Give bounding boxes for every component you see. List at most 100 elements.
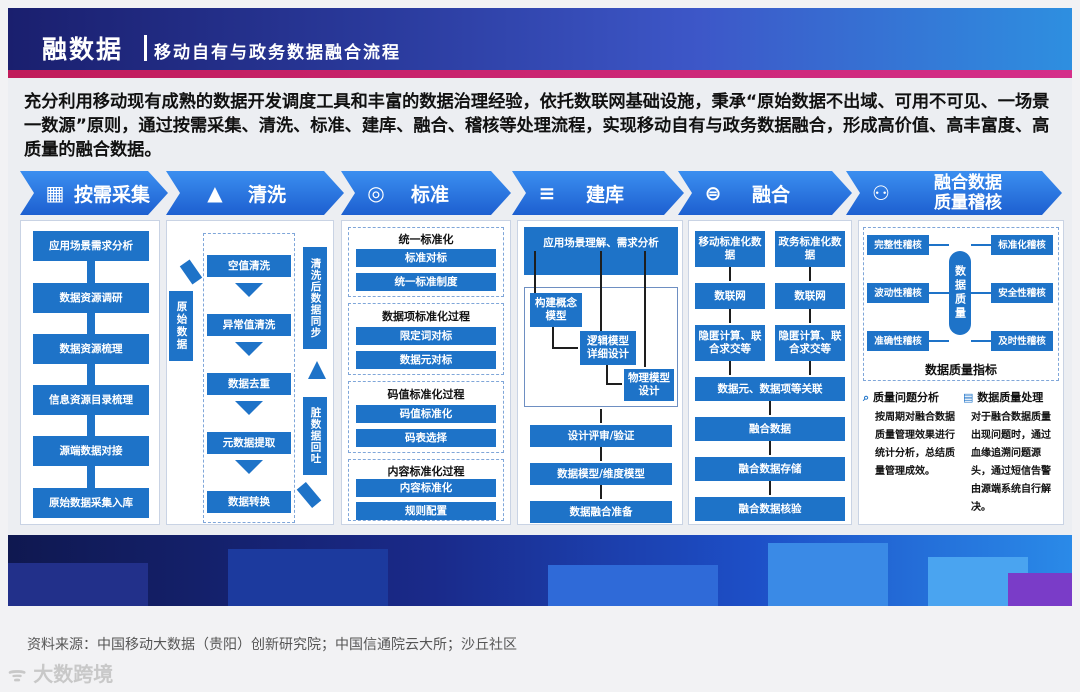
std-group-title: 统一标准化 (348, 231, 504, 247)
std-item: 标准对标 (356, 249, 496, 267)
panel-fuse: 移动标准化数据 政务标准化数据 数联网 数联网 隐匿计算、联合求交等 隐匿计算、… (688, 220, 852, 525)
clean-step: 异常值清洗 (207, 314, 291, 336)
stage-label: 按需采集 (74, 171, 150, 215)
collect-step: 信息资源目录梳理 (33, 385, 149, 415)
down-arrow-icon (235, 342, 263, 356)
deco-block (228, 549, 388, 606)
quality-caption: 数据质量指标 (863, 361, 1059, 378)
title-divider (144, 35, 147, 61)
arrow-out-icon (297, 482, 322, 508)
note-title: ▤ 数据质量处理 (963, 389, 1065, 405)
merge-icon: ⊜ (698, 180, 728, 206)
connector (600, 251, 602, 331)
clean-step: 数据转换 (207, 491, 291, 513)
stage-label: 标准 (411, 171, 449, 215)
deco-block (548, 565, 718, 606)
watermark-logo: ᯤ 大数跨境 (8, 658, 113, 687)
fuse-left: 数联网 (695, 283, 765, 309)
down-arrow-icon (235, 401, 263, 415)
stage-audit: ⚇ 融合数据 质量稽核 (846, 171, 1062, 215)
stage-standard: ◎ 标准 (341, 171, 511, 215)
header-banner: 融数据 移动自有与政务数据融合流程 (8, 8, 1072, 78)
connector (552, 347, 578, 349)
audit-left: 波动性稽核 (867, 283, 929, 303)
check-icon: ⚇ (866, 180, 896, 206)
fuse-step: 融合数据存储 (695, 457, 845, 481)
connector (729, 267, 731, 281)
connector (769, 441, 771, 455)
note-body: 按周期对融合数据质量管理效果进行统计分析，总结质量管理成效。 (875, 409, 957, 481)
connector (809, 267, 811, 281)
build-step: 设计评审/验证 (530, 425, 672, 447)
connector (606, 365, 608, 385)
note-title-text: 质量问题分析 (873, 391, 939, 404)
panel-standard: 统一标准化 标准对标 统一标准制度 数据项标准化过程 限定词对标 数据元对标 码… (341, 220, 511, 525)
document-icon: ▤ (963, 391, 973, 404)
fuse-right: 数联网 (775, 283, 845, 309)
connector (971, 292, 991, 294)
deco-block (768, 543, 888, 606)
arrow-in-icon (180, 260, 202, 285)
connector (769, 481, 771, 495)
slide: 融数据 移动自有与政务数据融合流程 充分利用移动现有成熟的数据开发调度工具和丰富… (8, 8, 1072, 606)
connector (600, 447, 602, 461)
fuse-left: 移动标准化数据 (695, 231, 765, 267)
connector (606, 383, 622, 385)
stage-label: 建库 (586, 171, 624, 215)
magnifier-icon: ⌕ (863, 391, 869, 404)
connector (929, 340, 949, 342)
note-body: 对于融合数据质量出现问题时，通过血缘追溯问题源头，通过短信告警由源端系统自行解决… (971, 409, 1059, 517)
connector (809, 309, 811, 323)
fuse-step: 融合数据 (695, 417, 845, 441)
std-item: 数据元对标 (356, 351, 496, 369)
panel-collect: 应用场景需求分析 数据资源调研 数据资源梳理 信息资源目录梳理 源端数据对接 原… (20, 220, 160, 525)
model-box: 逻辑模型详细设计 (580, 331, 636, 365)
dirty-data-label: 脏数据回吐 (303, 397, 327, 475)
stage-label: 清洗 (248, 171, 286, 215)
note-title-text: 数据质量处理 (977, 391, 1043, 404)
connector (600, 485, 602, 499)
model-box: 物理模型设计 (624, 369, 674, 401)
stage-build: ≡ 建库 (512, 171, 684, 215)
down-arrow-icon (235, 283, 263, 297)
connector (769, 401, 771, 415)
std-item: 码表选择 (356, 429, 496, 447)
synced-data-label: 清洗后数据同步 (303, 247, 327, 349)
model-box: 构建概念模型 (530, 293, 582, 327)
stage-label: 融合 (752, 171, 790, 215)
clean-step: 元数据提取 (207, 432, 291, 454)
panel-clean: 原始数据 清洗后数据同步 脏数据回吐 空值清洗 异常值清洗 数据去重 元数据提取… (166, 220, 334, 525)
connector (929, 292, 949, 294)
std-item: 规则配置 (356, 502, 496, 520)
intro-paragraph: 充分利用移动现有成熟的数据开发调度工具和丰富的数据治理经验，依托数联网基础设施，… (24, 90, 1064, 162)
connector (809, 361, 811, 375)
audit-left: 准确性稽核 (867, 331, 929, 351)
collect-step: 源端数据对接 (33, 436, 149, 466)
connector (552, 327, 554, 349)
target-icon: ◎ (361, 180, 391, 206)
build-step: 数据模型/维度模型 (530, 463, 672, 485)
fuse-step: 数据元、数据项等关联 (695, 377, 845, 401)
audit-right: 标准化稽核 (991, 235, 1053, 255)
fuse-right: 隐匿计算、联合求交等 (775, 325, 845, 361)
deco-block (8, 563, 148, 606)
raw-data-label: 原始数据 (169, 291, 193, 361)
page-title: 融数据 (42, 30, 123, 66)
clean-step: 空值清洗 (207, 255, 291, 277)
down-arrow-icon (235, 460, 263, 474)
connector (729, 361, 731, 375)
stage-label: 融合数据 质量稽核 (934, 171, 1002, 215)
page-subtitle: 移动自有与政务数据融合流程 (154, 38, 401, 63)
panel-build: 应用场景理解、需求分析 构建概念模型 逻辑模型详细设计 物理模型设计 设计评审/… (517, 220, 683, 525)
watermark-text: 大数跨境 (33, 662, 113, 686)
connector (929, 244, 949, 246)
clean-step: 数据去重 (207, 373, 291, 395)
connector (644, 251, 646, 367)
stage-collect: ▦ 按需采集 (20, 171, 168, 215)
footer-banner (8, 535, 1072, 606)
database-icon: ≡ (532, 180, 562, 206)
audit-right: 安全性稽核 (991, 283, 1053, 303)
connector (534, 251, 536, 293)
panel-audit: 完整性稽核 波动性稽核 准确性稽核 数据质量 标准化稽核 安全性稽核 及时性稽核… (858, 220, 1064, 525)
quality-core: 数据质量 (949, 251, 971, 335)
